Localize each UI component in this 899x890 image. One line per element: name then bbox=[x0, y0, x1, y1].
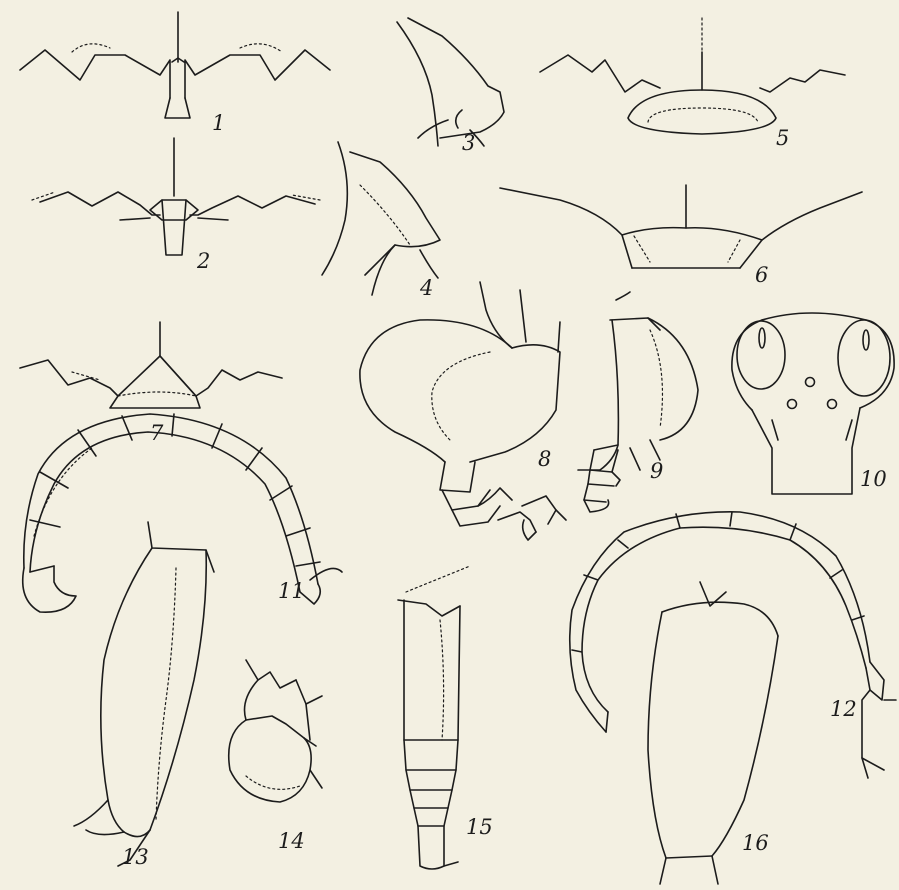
figure-2-drawing: 2 bbox=[32, 138, 320, 273]
figure-4-drawing: 4 bbox=[322, 142, 440, 300]
figure-label-5: 5 bbox=[776, 126, 789, 150]
figure-label-12: 12 bbox=[830, 697, 857, 721]
figure-7-drawing: 7 bbox=[20, 322, 282, 445]
figure-label-11: 11 bbox=[278, 579, 305, 603]
figure-label-14: 14 bbox=[278, 829, 305, 853]
figure-label-6: 6 bbox=[755, 263, 768, 287]
figure-label-10: 10 bbox=[860, 467, 887, 491]
figure-label-9: 9 bbox=[650, 459, 663, 483]
figure-12-drawing: 12 bbox=[570, 512, 896, 778]
figure-label-1: 1 bbox=[212, 111, 225, 135]
figure-11-drawing: 11 bbox=[23, 414, 342, 612]
figure-5-drawing: 5 bbox=[540, 18, 845, 150]
figure-14-drawing: 14 bbox=[229, 660, 322, 853]
figure-6-drawing: 6 bbox=[500, 185, 862, 287]
figure-9-drawing: 9 bbox=[578, 292, 698, 512]
figure-1-drawing: 1 bbox=[20, 12, 330, 135]
figure-8-drawing: 8 bbox=[360, 282, 566, 540]
figure-label-15: 15 bbox=[466, 815, 493, 839]
figure-10-drawing: 10 bbox=[732, 313, 894, 494]
figure-label-2: 2 bbox=[196, 249, 210, 273]
figure-15-drawing: 15 bbox=[398, 566, 493, 869]
figure-3-drawing: 3 bbox=[397, 18, 504, 155]
figure-label-3: 3 bbox=[462, 131, 475, 155]
figure-label-4: 4 bbox=[419, 276, 433, 300]
figure-label-16: 16 bbox=[742, 831, 769, 855]
figure-label-13: 13 bbox=[122, 845, 149, 869]
figure-13-drawing: 13 bbox=[74, 522, 214, 869]
figure-label-8: 8 bbox=[538, 447, 551, 471]
figure-16-drawing: 16 bbox=[648, 582, 778, 884]
